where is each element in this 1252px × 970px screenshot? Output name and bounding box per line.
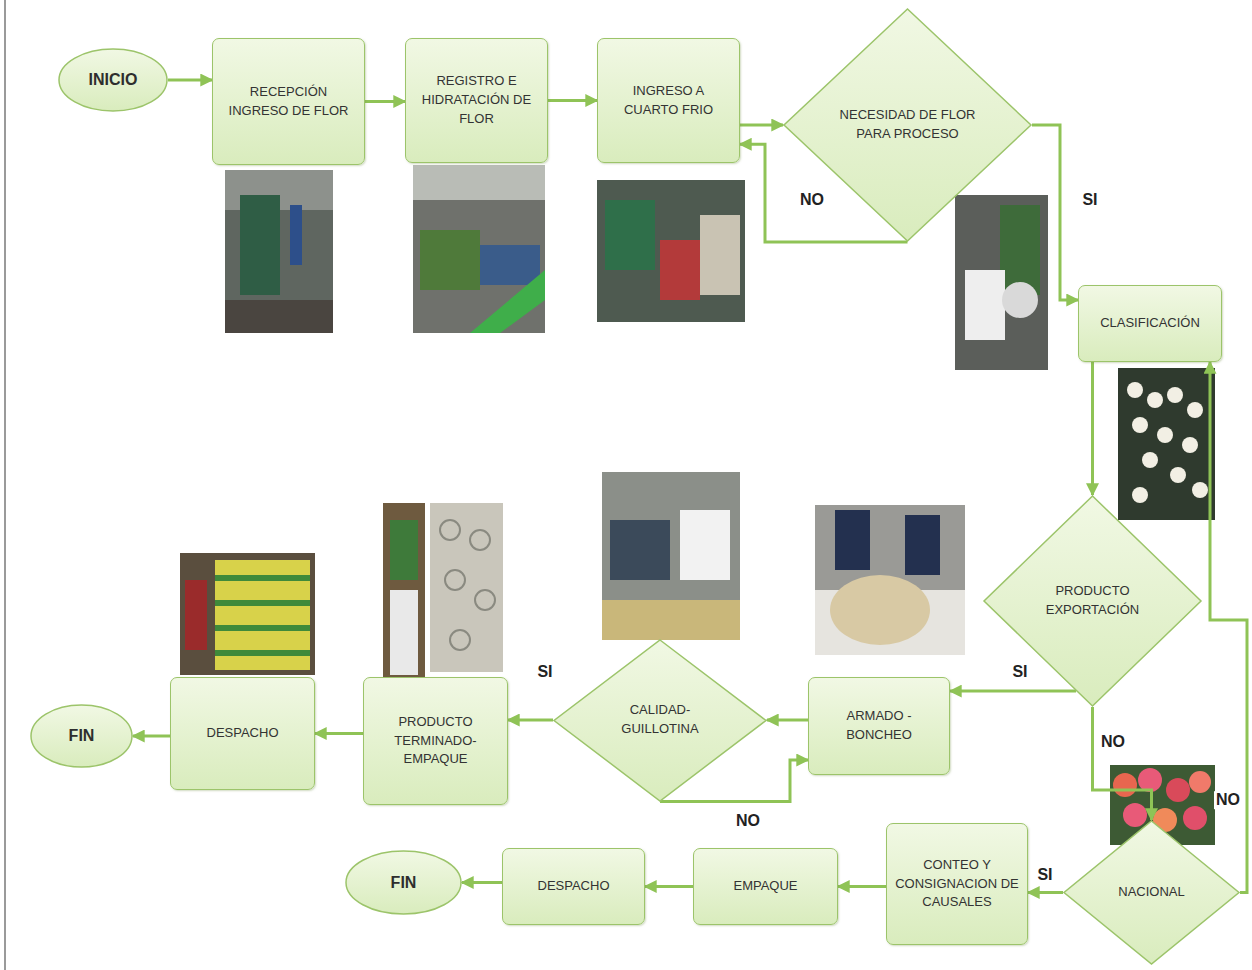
terminal-ellipse: FIN [345, 850, 462, 915]
process-box: INGRESO A CUARTO FRIO [597, 38, 740, 163]
process-box: PRODUCTO TERMINADO- EMPAQUE [363, 677, 508, 805]
process-photo [602, 472, 740, 640]
process-photo [413, 165, 545, 333]
ellipse-outline [31, 705, 132, 767]
node-text: CONTEO Y CONSIGNACION DE CAUSALES [894, 856, 1020, 913]
flow-arrow [950, 690, 1076, 693]
node-text: FIN [391, 871, 417, 894]
ellipse-outline [346, 851, 461, 914]
process-box: RECEPCIÓN INGRESO DE FLOR [212, 38, 365, 165]
process-photo [383, 503, 425, 680]
process-box: CLASIFICACIÓN [1078, 285, 1222, 362]
process-photo [955, 195, 1048, 370]
process-photo [815, 505, 965, 655]
shape-outline [553, 639, 767, 802]
node-text: CALIDAD- GUILLOTINA [600, 701, 720, 739]
node-text: EMPAQUE [733, 877, 797, 896]
node-text: FIN [69, 724, 95, 747]
node-text: INGRESO A CUARTO FRIO [605, 82, 732, 120]
flow-arrow [548, 99, 597, 102]
branch-label: SI [1010, 663, 1029, 681]
flow-arrow [645, 885, 693, 888]
node-text: REGISTRO E HIDRATACIÓN DE FLOR [413, 72, 540, 129]
diamond-outline [784, 9, 1031, 241]
diamond-outline [554, 640, 766, 801]
branch-label: NO [734, 812, 762, 830]
process-photo [1118, 368, 1215, 520]
flow-arrow [740, 124, 783, 127]
process-box: EMPAQUE [693, 848, 838, 925]
branch-label: SI [535, 663, 554, 681]
node-text: CLASIFICACIÓN [1100, 314, 1200, 333]
flow-arrow [133, 735, 170, 738]
process-photo [597, 180, 745, 322]
branch-label: SI [1035, 866, 1054, 884]
page-margin-line [4, 0, 6, 970]
flow-arrow [462, 881, 502, 884]
branch-label: NO [1099, 733, 1127, 751]
node-text: INICIO [89, 68, 138, 91]
terminal-ellipse: INICIO [58, 48, 168, 112]
flow-arrow [1210, 362, 1247, 893]
decision-diamond: CALIDAD- GUILLOTINA [553, 639, 767, 802]
node-text: NECESIDAD DE FLOR PARA PROCESO [838, 106, 977, 144]
process-photo [225, 170, 333, 333]
flow-arrow [1032, 125, 1078, 300]
flow-arrow [838, 885, 886, 888]
branch-label: SI [1080, 191, 1099, 209]
branch-label: NO [798, 191, 826, 209]
node-text: NACIONAL [1118, 883, 1184, 902]
process-box: CONTEO Y CONSIGNACION DE CAUSALES [886, 823, 1028, 945]
ellipse-outline [59, 49, 167, 111]
diamond-outline [1064, 821, 1239, 964]
process-box: REGISTRO E HIDRATACIÓN DE FLOR [405, 38, 548, 163]
node-text: DESPACHO [538, 877, 610, 896]
flow-arrow [508, 719, 553, 722]
flow-arrow [1091, 362, 1094, 495]
node-text: ARMADO - BONCHEO [816, 707, 942, 745]
node-text: PRODUCTO TERMINADO- EMPAQUE [371, 713, 500, 770]
branch-label: NO [1214, 791, 1242, 809]
diamond-outline [984, 496, 1201, 706]
flow-arrow [315, 732, 363, 735]
decision-diamond: NACIONAL [1063, 820, 1240, 965]
process-photo [430, 503, 503, 672]
flow-arrow [1028, 891, 1063, 894]
node-text: RECEPCIÓN INGRESO DE FLOR [220, 83, 357, 121]
process-box: DESPACHO [170, 677, 315, 790]
process-photo [180, 553, 315, 675]
process-box: ARMADO - BONCHEO [808, 677, 950, 775]
node-text: DESPACHO [207, 724, 279, 743]
flow-arrow [767, 719, 808, 722]
process-box: DESPACHO [502, 848, 645, 925]
terminal-ellipse: FIN [30, 704, 133, 768]
flow-arrow [365, 100, 405, 103]
flow-arrow [168, 79, 212, 82]
node-text: PRODUCTO EXPORTACIÓN [1031, 582, 1154, 620]
flow-arrow [1093, 707, 1152, 820]
